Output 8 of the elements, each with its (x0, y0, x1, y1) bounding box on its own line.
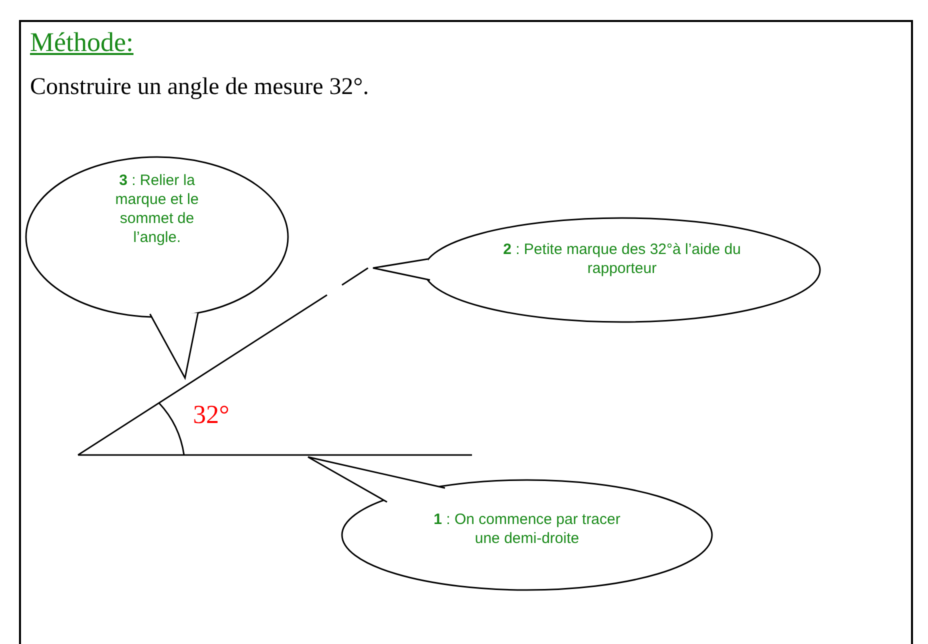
callout-text: 1 : On commence par tracer une demi-droite (432, 510, 622, 548)
callout-text: 2 : Petite marque des 32°à l’aide du rapporteur (502, 240, 742, 278)
instruction-text: Construire un angle de mesure 32°. (30, 73, 369, 102)
angle-label: 32° (193, 400, 230, 430)
callout-text: 3 : Relier la marque et le sommet de l’angle. (114, 171, 200, 247)
speech-bubble (371, 216, 823, 325)
speech-bubble (306, 455, 715, 593)
title: Méthode: (30, 26, 134, 58)
